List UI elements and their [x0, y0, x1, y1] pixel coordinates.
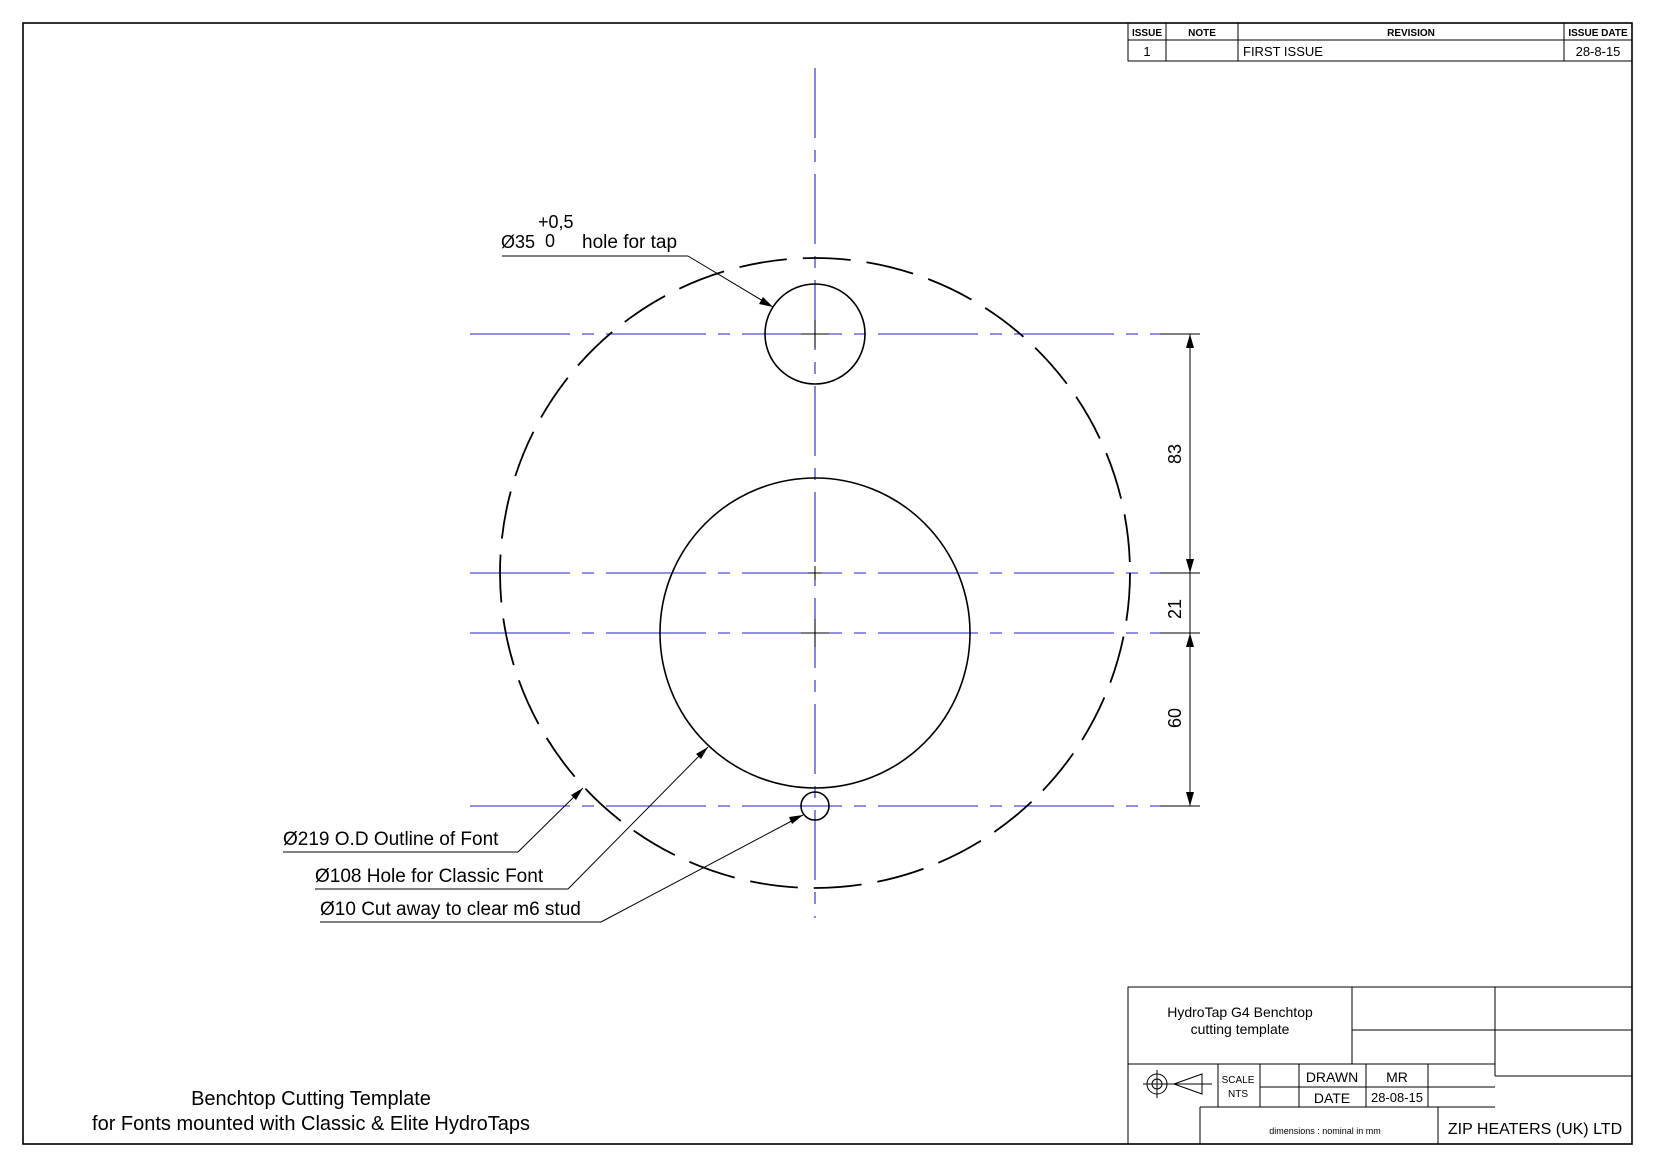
tap-hole-callout: +0,5 Ø35 0 hole for tap	[501, 212, 774, 308]
revision-table: ISSUE NOTE REVISION ISSUE DATE 1 FIRST I…	[1127, 22, 1633, 62]
tb-name-line2: cutting template	[1191, 1021, 1290, 1037]
tb-dimensions-note: dimensions : nominal in mm	[1269, 1126, 1381, 1136]
rev-row-issue-date: 28-8-15	[1576, 44, 1621, 59]
tap-hole-tol-upper: +0,5	[538, 212, 574, 232]
classic-hole-callout: Ø108 Hole for Classic Font	[315, 746, 709, 890]
od-outline-callout: Ø219 O.D Outline of Font	[283, 787, 584, 853]
tb-company: ZIP HEATERS (UK) LTD	[1448, 1121, 1622, 1138]
tb-date-label: DATE	[1314, 1090, 1350, 1106]
rev-row-issue: 1	[1143, 44, 1150, 59]
centerlines	[470, 68, 1192, 918]
rev-row-revision: FIRST ISSUE	[1243, 44, 1323, 59]
drawing-title: Benchtop Cutting Template for Fonts moun…	[92, 1088, 530, 1135]
template-geometry	[499, 257, 1131, 889]
rev-header-issue-date: ISSUE DATE	[1568, 28, 1628, 39]
tb-date-value: 28-08-15	[1371, 1090, 1423, 1105]
tap-hole-tol-lower: 0	[545, 231, 555, 251]
font-outline-circle	[499, 257, 1131, 889]
drawing-title-line2: for Fonts mounted with Classic & Elite H…	[92, 1113, 530, 1135]
tb-scale-value: NTS	[1228, 1089, 1248, 1100]
stud-cutaway	[800, 791, 830, 821]
vertical-dimensions: 83 21 60	[1160, 333, 1200, 807]
classic-hole-label: Ø108 Hole for Classic Font	[315, 866, 544, 887]
drawing-title-line1: Benchtop Cutting Template	[191, 1088, 431, 1110]
rev-header-note: NOTE	[1188, 28, 1216, 39]
dim-middle-value: 21	[1165, 599, 1185, 619]
tb-drawn-label: DRAWN	[1306, 1069, 1358, 1085]
tap-hole	[764, 283, 866, 385]
stud-cutaway-label: Ø10 Cut away to clear m6 stud	[320, 899, 581, 920]
tap-hole-diameter: Ø35	[501, 232, 535, 252]
rev-header-issue: ISSUE	[1132, 28, 1162, 39]
tb-scale-label: SCALE	[1222, 1075, 1255, 1086]
title-block: HydroTap G4 Benchtop cutting template SC…	[1127, 986, 1633, 1145]
classic-font-hole	[659, 477, 971, 789]
dim-lower-value: 60	[1165, 708, 1185, 728]
projection-symbol-icon	[1143, 1070, 1212, 1098]
tap-hole-label: hole for tap	[582, 232, 677, 253]
rev-header-revision: REVISION	[1387, 28, 1435, 39]
od-outline-label: Ø219 O.D Outline of Font	[283, 829, 499, 850]
dim-upper-value: 83	[1165, 444, 1185, 464]
tb-name-line1: HydroTap G4 Benchtop	[1167, 1004, 1313, 1020]
sheet-border	[22, 22, 1633, 1145]
stud-cutaway-callout: Ø10 Cut away to clear m6 stud	[320, 814, 804, 923]
tb-drawn-value: MR	[1386, 1069, 1408, 1085]
